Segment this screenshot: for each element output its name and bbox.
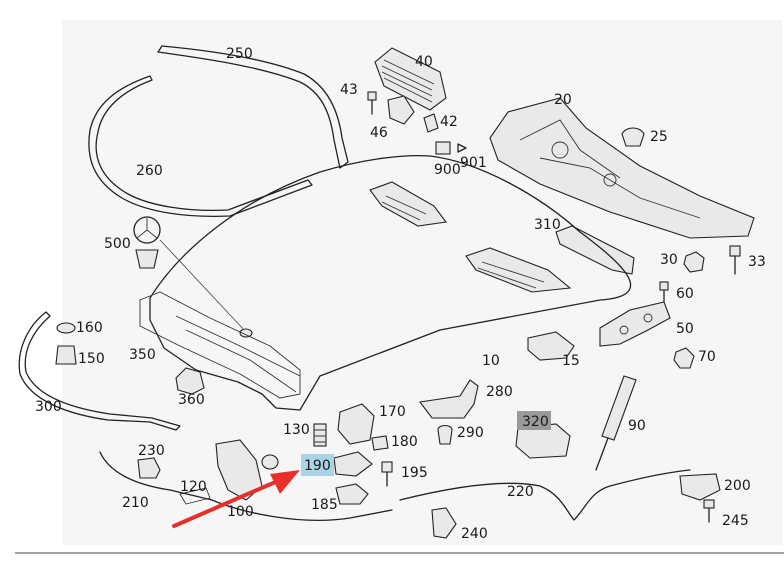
part-210-cable	[99, 451, 393, 521]
part-33-bolt	[729, 245, 741, 275]
part-185-latch	[335, 483, 369, 505]
label-120: 120	[180, 479, 207, 495]
part-150	[55, 345, 77, 365]
part-240-clip	[431, 507, 457, 539]
part-90-strut	[595, 375, 637, 471]
label-901: 901	[460, 155, 487, 171]
label-240: 240	[461, 526, 488, 542]
label-46: 46	[370, 125, 388, 141]
label-195: 195	[401, 465, 428, 481]
callout-arrow	[172, 470, 300, 528]
part-195-bolt	[381, 461, 393, 487]
label-33: 33	[748, 254, 766, 270]
label-280: 280	[486, 384, 513, 400]
label-20: 20	[554, 92, 572, 108]
part-250-seal	[157, 45, 349, 169]
label-170: 170	[379, 404, 406, 420]
label-150: 150	[78, 351, 105, 367]
part-310-strip	[555, 225, 635, 275]
label-230: 230	[138, 443, 165, 459]
label-245: 245	[722, 513, 749, 529]
label-40: 40	[415, 54, 433, 70]
part-25-grommet	[621, 127, 645, 147]
part-40-grille	[374, 47, 447, 111]
label-160: 160	[76, 320, 103, 336]
part-190-pad	[333, 451, 373, 477]
part-120	[179, 487, 211, 505]
label-360: 360	[178, 392, 205, 408]
part-280-bracket	[419, 379, 479, 419]
label-350: 350	[129, 347, 156, 363]
label-90: 90	[628, 418, 646, 434]
part-500-emblem	[133, 216, 161, 269]
part-60-bolt	[659, 281, 669, 303]
part-100-grommet	[261, 454, 279, 470]
label-185: 185	[311, 497, 338, 513]
part-50-hinge	[599, 301, 671, 347]
label-250: 250	[226, 46, 253, 62]
part-901	[457, 143, 467, 153]
part-170-lock	[337, 403, 375, 445]
part-15-bracket	[527, 331, 575, 361]
label-15: 15	[562, 353, 580, 369]
part-350-frame	[139, 291, 301, 399]
highlight-320	[517, 411, 551, 430]
label-60: 60	[676, 286, 694, 302]
part-230-clip	[137, 457, 161, 479]
part-30-nut	[683, 251, 705, 273]
part-360-latch	[175, 367, 205, 395]
label-30: 30	[660, 252, 678, 268]
label-50: 50	[676, 321, 694, 337]
part-220-cable	[399, 469, 691, 521]
highlight-190	[301, 454, 334, 476]
label-310: 310	[534, 217, 561, 233]
label-320: 320	[522, 414, 549, 430]
part-300-strip	[18, 311, 181, 431]
label-210: 210	[122, 495, 149, 511]
part-70-nut	[673, 347, 695, 369]
part-320-module	[515, 423, 571, 459]
part-160	[56, 322, 76, 334]
label-200: 200	[724, 478, 751, 494]
part-130-spring	[313, 423, 327, 447]
label-180: 180	[391, 434, 418, 450]
label-25: 25	[650, 129, 668, 145]
label-220: 220	[507, 484, 534, 500]
label-100: 100	[227, 504, 254, 520]
label-43: 43	[340, 82, 358, 98]
label-300: 300	[35, 399, 62, 415]
part-245-screw	[703, 499, 715, 523]
label-500: 500	[104, 236, 131, 252]
part-43-bolt	[367, 91, 377, 115]
label-10: 10	[482, 353, 500, 369]
part-900	[435, 141, 451, 155]
part-42-clip	[423, 113, 439, 133]
leader-500	[159, 239, 247, 333]
part-200-handle	[679, 473, 721, 501]
label-70: 70	[698, 349, 716, 365]
label-130: 130	[283, 422, 310, 438]
label-260: 260	[136, 163, 163, 179]
label-190: 190	[304, 458, 331, 474]
part-20-cowl-panel	[489, 97, 755, 239]
part-10-hood	[149, 155, 632, 411]
part-180-bumper	[371, 435, 389, 451]
label-900: 900	[434, 162, 461, 178]
part-290-bumper	[437, 424, 453, 445]
part-260-seal	[88, 75, 313, 217]
label-42: 42	[440, 114, 458, 130]
label-290: 290	[457, 425, 484, 441]
part-46-bracket	[387, 95, 415, 125]
